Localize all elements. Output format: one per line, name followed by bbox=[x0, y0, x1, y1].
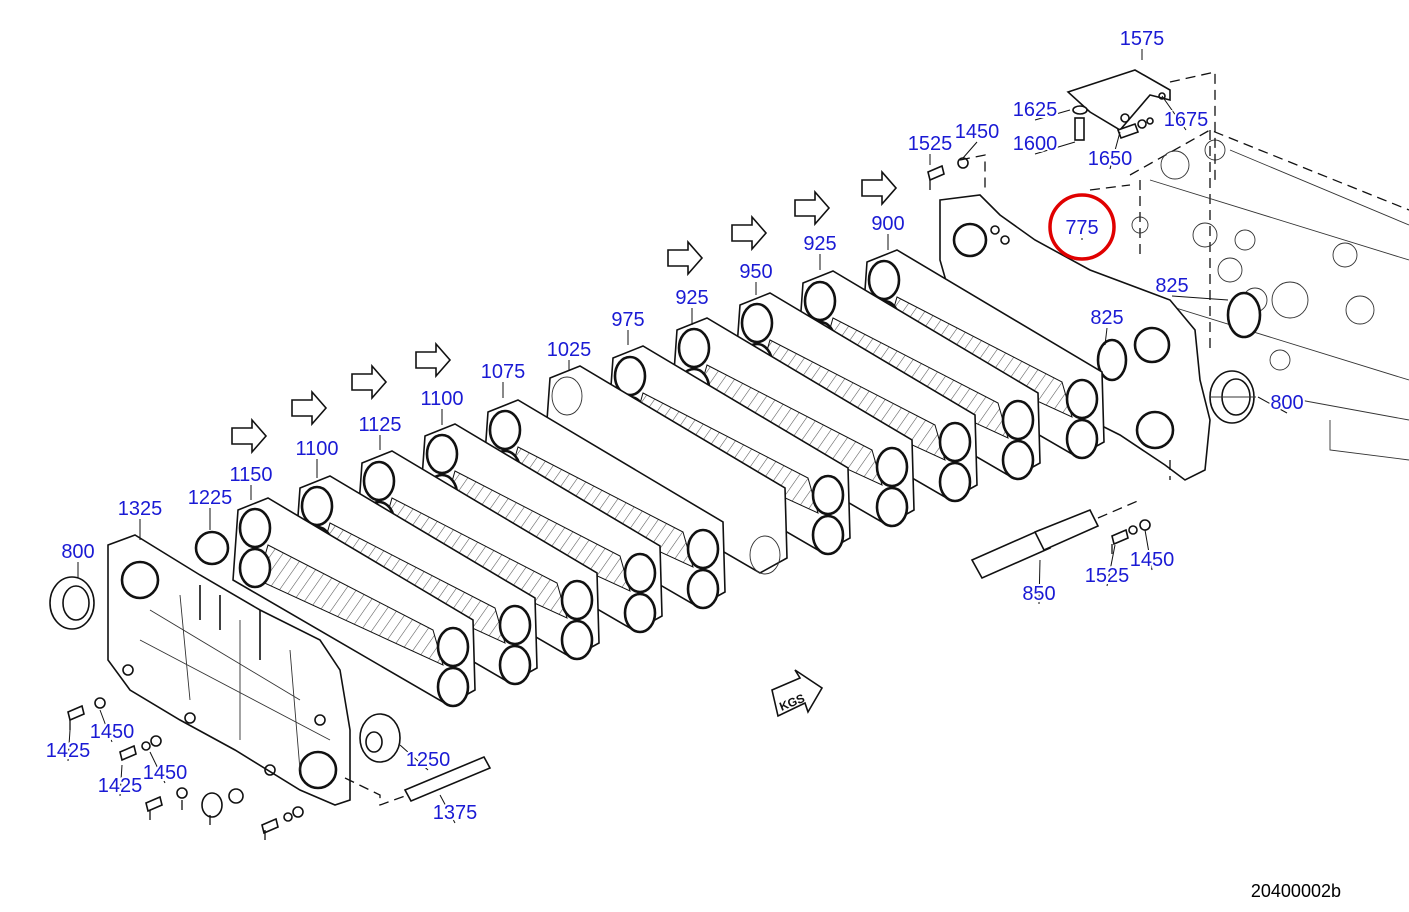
fasteners-left bbox=[67, 697, 304, 845]
port-seal-800-left bbox=[49, 576, 95, 630]
part-label: 950 bbox=[739, 261, 772, 283]
leader-line bbox=[1104, 327, 1108, 346]
part-label: 850 bbox=[1022, 583, 1055, 605]
flow-arrows bbox=[231, 169, 898, 455]
part-label: 825 bbox=[1090, 307, 1123, 329]
part-label: 1450 bbox=[955, 121, 1000, 143]
part-label: 1450 bbox=[143, 762, 188, 784]
flow-arrow bbox=[415, 341, 452, 379]
rear-cover-plate-775 bbox=[939, 154, 1211, 481]
part-label: 1575 bbox=[1120, 28, 1165, 50]
leader-line bbox=[399, 744, 429, 771]
leader-line bbox=[962, 141, 978, 159]
port-seal-800-right bbox=[1209, 370, 1256, 424]
part-label: 1450 bbox=[90, 721, 135, 743]
part-label: 1675 bbox=[1164, 109, 1209, 131]
flow-arrow bbox=[291, 389, 328, 427]
flow-arrow bbox=[351, 363, 388, 401]
leader-line bbox=[119, 764, 123, 797]
leader-line bbox=[1034, 141, 1076, 155]
leader-line bbox=[1161, 95, 1187, 131]
plate-stack bbox=[232, 249, 1105, 708]
leader-line bbox=[439, 794, 456, 824]
leader-line bbox=[1106, 544, 1116, 587]
leader-line bbox=[1257, 396, 1288, 414]
part-label: 800 bbox=[61, 541, 94, 563]
part-label: 1150 bbox=[229, 464, 272, 486]
flow-arrow bbox=[231, 417, 268, 455]
tie-rod-850 bbox=[970, 499, 1141, 580]
flow-arrow bbox=[794, 189, 831, 227]
plug-1250 bbox=[359, 713, 401, 763]
leader-line bbox=[1144, 529, 1153, 571]
part-label: 1425 bbox=[98, 775, 143, 797]
flow-arrow bbox=[861, 169, 898, 207]
part-label: 1100 bbox=[295, 438, 338, 460]
part-label: 1425 bbox=[46, 740, 91, 762]
plate bbox=[419, 423, 663, 634]
leader-line bbox=[1109, 131, 1121, 170]
part-label: 1225 bbox=[188, 487, 233, 509]
plate bbox=[482, 399, 726, 610]
part-label: 775 bbox=[1065, 217, 1098, 239]
part-label: 1625 bbox=[1013, 99, 1058, 121]
part-label: 1525 bbox=[908, 133, 953, 155]
part-label: 975 bbox=[611, 309, 644, 331]
part-label: 1100 bbox=[420, 388, 463, 410]
drawing-code: 20400002b bbox=[1250, 881, 1341, 901]
part-label: 925 bbox=[675, 287, 708, 309]
kgs-arrow-mark: KGS bbox=[771, 669, 824, 718]
flow-arrow bbox=[667, 239, 704, 277]
part-label: 900 bbox=[871, 213, 904, 235]
part-label: 1600 bbox=[1013, 133, 1058, 155]
part-label: 1025 bbox=[547, 339, 592, 361]
part-label: 925 bbox=[803, 233, 836, 255]
part-label: 1325 bbox=[118, 498, 163, 520]
part-label: 1125 bbox=[358, 414, 401, 436]
part-label: 1075 bbox=[481, 361, 526, 383]
leader-line bbox=[99, 709, 113, 743]
part-label: 825 bbox=[1155, 275, 1188, 297]
front-cover-1325 bbox=[107, 534, 351, 806]
part-label: 1375 bbox=[433, 802, 478, 824]
leader-line bbox=[149, 751, 166, 784]
leader-line bbox=[1171, 295, 1229, 301]
part-label: 1250 bbox=[406, 749, 451, 771]
part-label: 800 bbox=[1270, 392, 1303, 414]
leader-line bbox=[1038, 559, 1041, 605]
gasket-1225 bbox=[194, 530, 230, 566]
bracket-1575 bbox=[1066, 69, 1216, 180]
highlight-circle-775 bbox=[1048, 193, 1116, 261]
o-ring-825-rear bbox=[1226, 291, 1262, 339]
part-label: 1525 bbox=[1085, 565, 1130, 587]
part-label: 1450 bbox=[1130, 549, 1175, 571]
plate bbox=[232, 497, 476, 708]
leader-line bbox=[1034, 109, 1071, 121]
leader-line bbox=[67, 729, 71, 762]
fasteners-right bbox=[927, 157, 1171, 560]
flow-arrow bbox=[731, 214, 768, 252]
pipe-1375 bbox=[344, 755, 492, 806]
part-label: 1650 bbox=[1088, 148, 1133, 170]
